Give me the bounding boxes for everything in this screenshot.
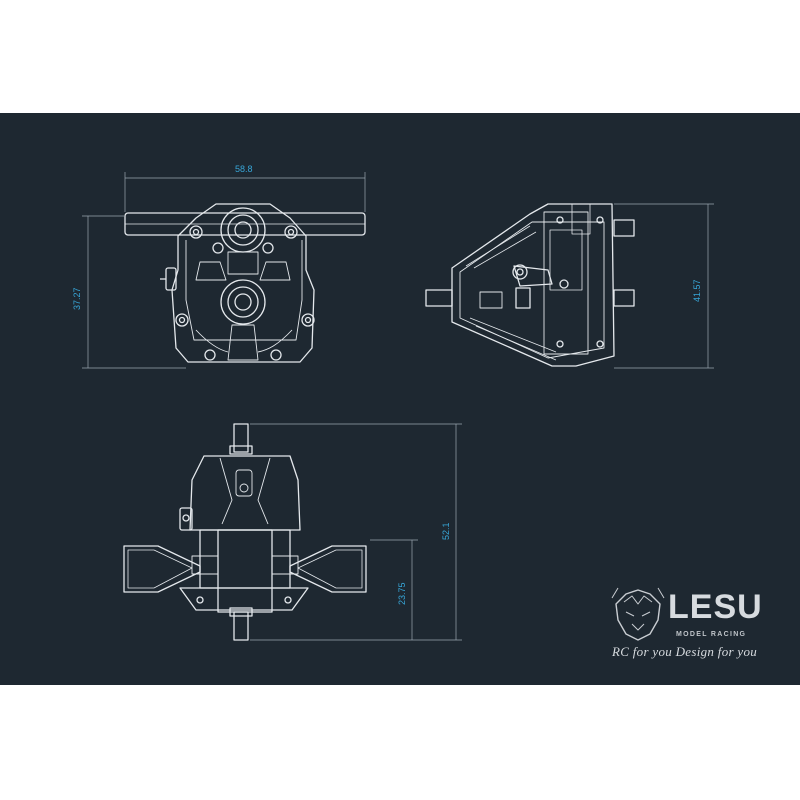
side-view [425,203,635,367]
brand-name: LESU [668,588,763,626]
top-overall-label: 52.1 [441,522,451,540]
lion-head-icon [611,587,665,641]
front-view [124,203,366,363]
top-dimensions [250,423,462,641]
brand-slogan: RC for you Design for you [612,644,758,659]
brand-subtitle: MODEL RACING [676,631,747,638]
top-partial-label: 23.75 [397,582,407,605]
top-view [123,423,367,641]
front-height-label: 37.27 [72,287,82,310]
side-dimensions [614,203,714,369]
front-width-label: 58.8 [235,164,253,174]
side-height-label: 41.57 [692,279,702,302]
drawing-panel [0,113,800,685]
front-dimensions [82,172,366,369]
